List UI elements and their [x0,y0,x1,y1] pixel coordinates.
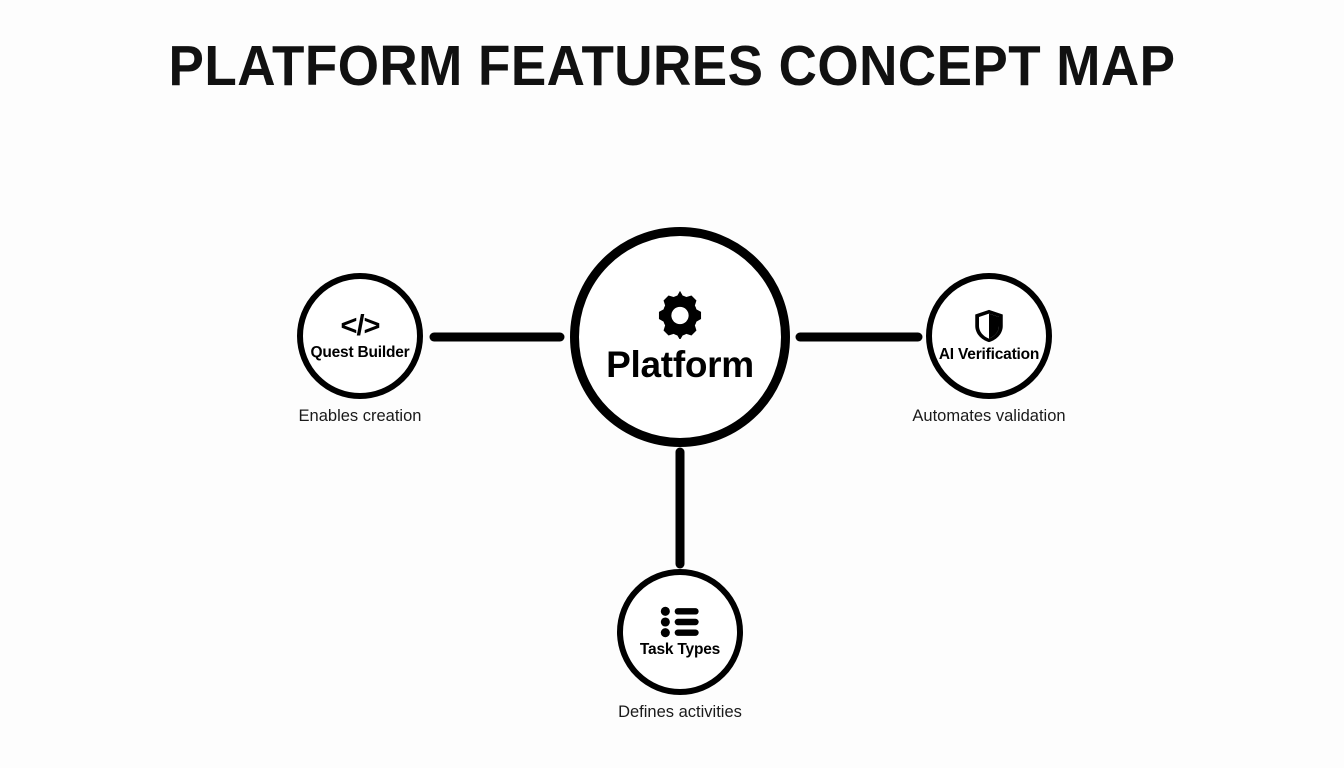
node-quest-builder-label: Quest Builder [310,343,410,361]
code-icon: </> [340,309,381,342]
node-task-types-label: Task Types [639,640,721,658]
node-task-types[interactable]: Task Types [617,569,743,695]
edge-label-automates-validation: Automates validation [912,407,1066,425]
node-platform[interactable]: Platform [570,227,790,447]
gear-icon [655,289,705,341]
shield-icon [974,309,1004,343]
page-title: PLATFORM FEATURES CONCEPT MAP [168,34,1176,98]
node-quest-builder[interactable]: </> Quest Builder [297,273,423,399]
node-platform-label: Platform [606,344,754,385]
node-ai-verification[interactable]: AI Verification [926,273,1052,399]
edge-label-enables-creation: Enables creation [298,407,422,425]
edge-label-defines-activities: Defines activities [618,703,742,721]
node-ai-verification-label: AI Verification [938,345,1040,363]
list-icon [660,606,700,638]
